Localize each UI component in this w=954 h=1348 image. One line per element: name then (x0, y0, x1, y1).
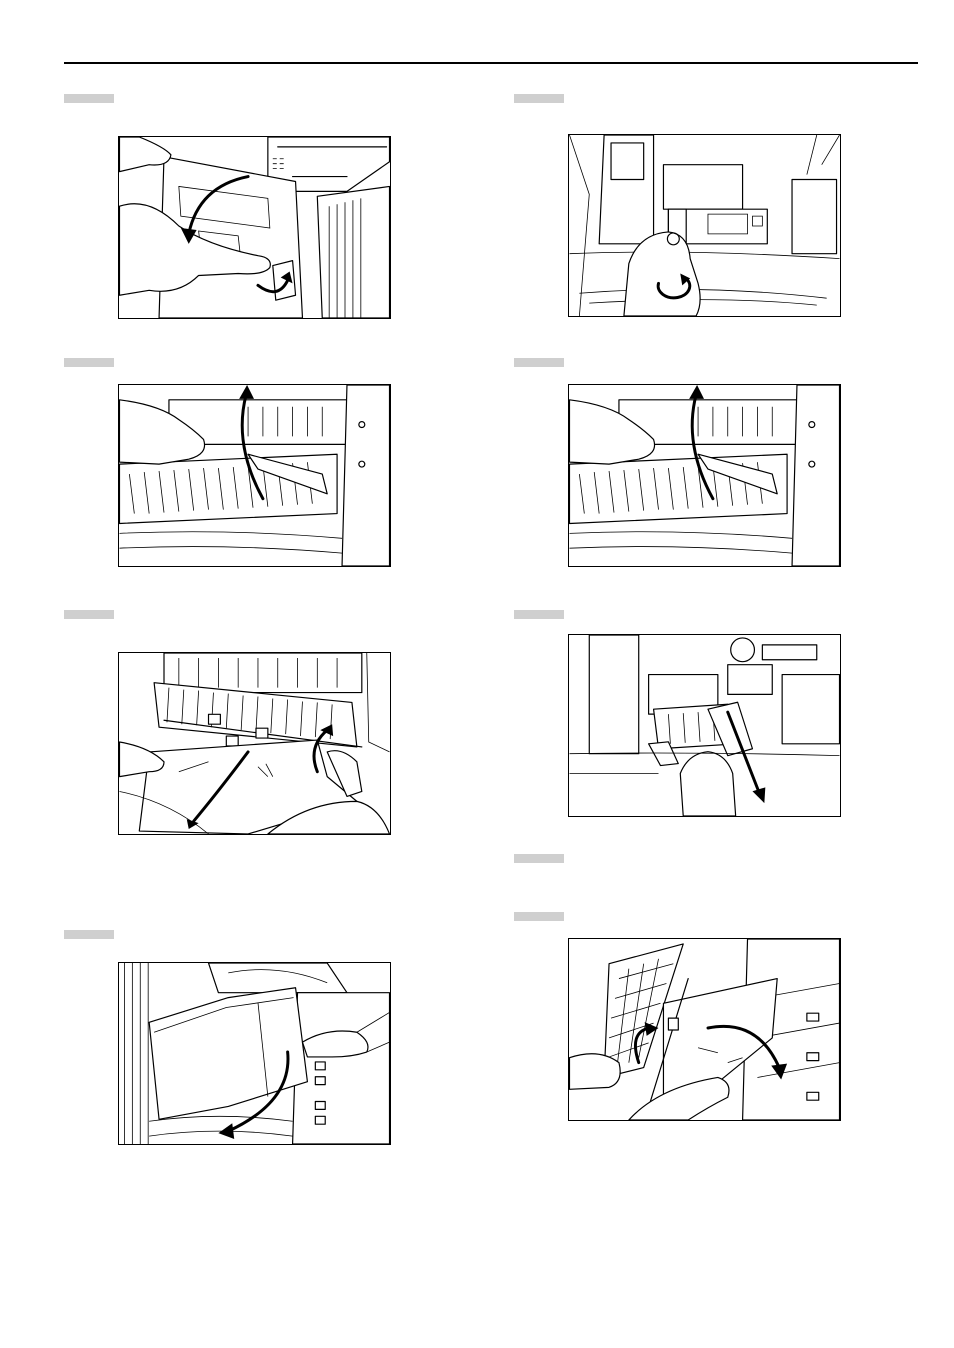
step-marker-1 (64, 94, 114, 103)
step-marker-6 (514, 610, 564, 619)
illustration-lift-fuser-guide-left (118, 384, 391, 567)
illustration-close-left-cover (118, 962, 391, 1145)
illustration-pull-transfer-unit (568, 634, 841, 817)
illustration-remove-paper-duplex (568, 938, 841, 1121)
illustration-pull-jammed-paper (118, 652, 391, 835)
header-rule (64, 62, 918, 64)
illustration-lift-fuser-guide-right (568, 384, 841, 567)
step-marker-7 (514, 854, 564, 863)
step-marker-2 (514, 94, 564, 103)
step-marker-9 (64, 930, 114, 939)
illustration-open-left-cover (118, 136, 391, 319)
step-marker-5 (64, 610, 114, 619)
illustration-turn-knob (568, 134, 841, 317)
step-marker-8 (514, 912, 564, 921)
step-marker-4 (514, 358, 564, 367)
step-marker-3 (64, 358, 114, 367)
